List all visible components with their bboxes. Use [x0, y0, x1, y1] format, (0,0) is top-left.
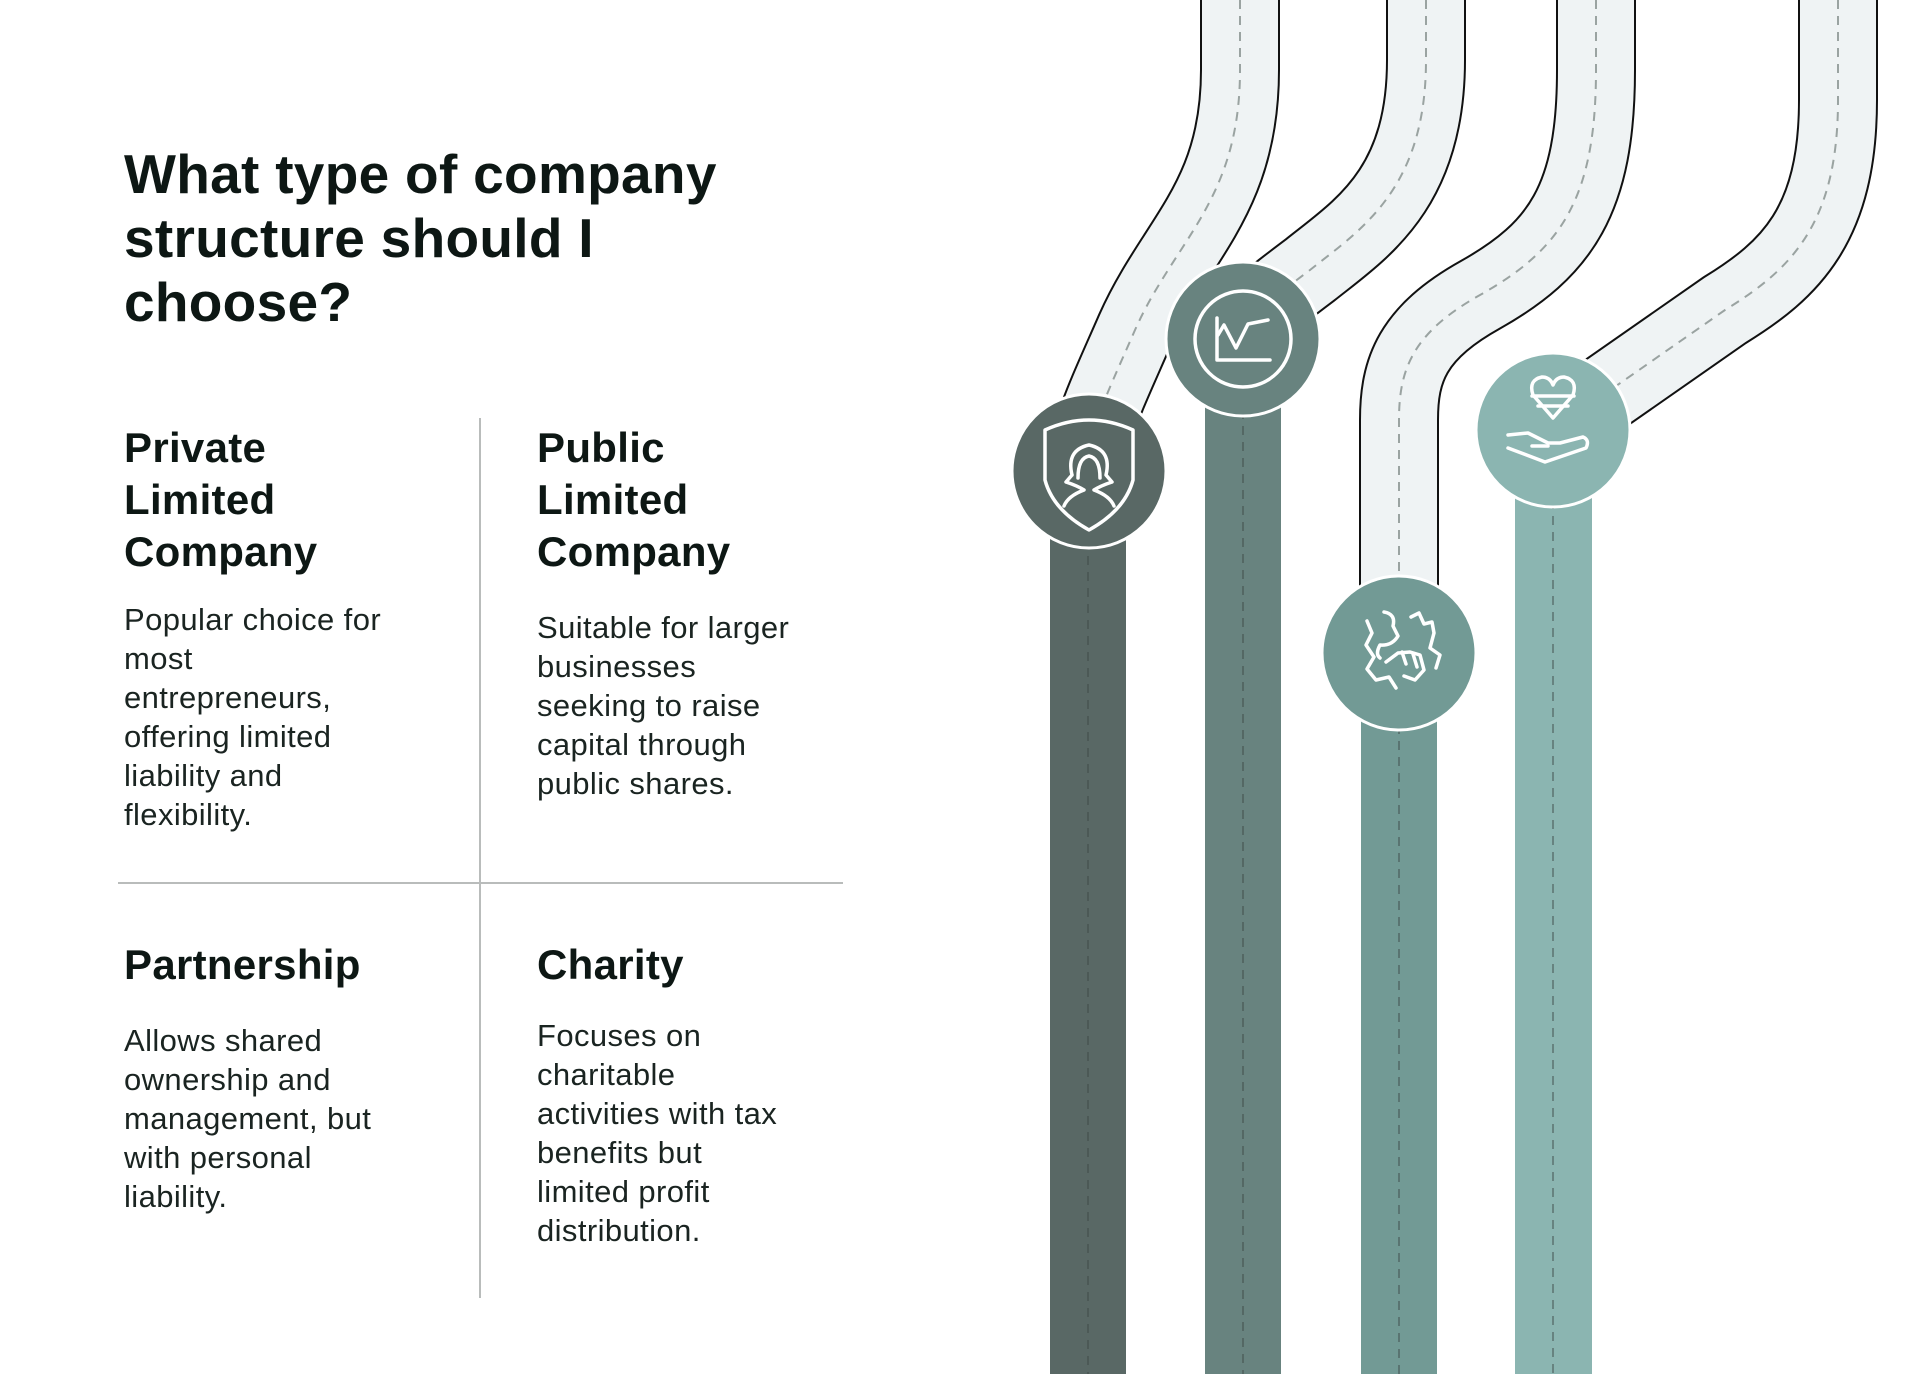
option-charity: Charity Focuses on charitable activities…: [537, 939, 777, 1250]
body-line: benefits but: [537, 1135, 703, 1170]
body-line: charitable: [537, 1057, 676, 1092]
option-heading: Public Limited Company: [537, 422, 789, 578]
body-line: flexibility.: [124, 797, 253, 832]
bar-private: [1050, 471, 1126, 1374]
bar-center-lines: [1087, 410, 1554, 1374]
body-line: management, but: [124, 1101, 372, 1136]
heading-line: Limited: [124, 476, 276, 523]
circle-charity: [1474, 351, 1632, 509]
option-public-limited-company: Public Limited Company Suitable for larg…: [537, 422, 789, 803]
body-line: liability.: [124, 1179, 228, 1214]
body-line: activities with tax: [537, 1096, 778, 1131]
heart-hand-icon: [1506, 375, 1590, 464]
circle-private: [1010, 392, 1168, 550]
heading-line: Company: [537, 528, 731, 575]
heading-line: Charity: [537, 941, 684, 988]
handshake-icon: [1364, 610, 1442, 690]
option-description: Allows shared ownership and management, …: [124, 1021, 371, 1216]
heading-line: Partnership: [124, 941, 361, 988]
heading-line: Private: [124, 424, 267, 471]
shield-person-icon: [1043, 418, 1135, 532]
bar-partnership: [1361, 653, 1437, 1374]
title-line: structure should I: [124, 207, 594, 269]
option-description: Suitable for larger businesses seeking t…: [537, 608, 789, 803]
option-heading: Charity: [537, 939, 777, 991]
body-line: distribution.: [537, 1213, 701, 1248]
body-line: ownership and: [124, 1062, 331, 1097]
option-description: Popular choice for most entrepreneurs, o…: [124, 600, 381, 834]
body-line: Focuses on: [537, 1018, 702, 1053]
line-chart-icon: [1193, 289, 1293, 389]
bar-public: [1205, 339, 1281, 1374]
body-line: entrepreneurs,: [124, 680, 332, 715]
vertical-divider: [479, 418, 481, 1298]
title-line: What type of company: [124, 143, 717, 205]
body-line: Allows shared: [124, 1023, 323, 1058]
body-line: Suitable for larger: [537, 610, 790, 645]
road-center-lines: [1088, 0, 1839, 653]
body-line: with personal: [124, 1140, 312, 1175]
body-line: most: [124, 641, 193, 676]
option-heading: Partnership: [124, 939, 371, 991]
body-line: businesses: [537, 649, 697, 684]
body-line: liability and: [124, 758, 283, 793]
circle-public: [1164, 260, 1322, 418]
bar-charity: [1515, 430, 1592, 1374]
body-line: seeking to raise: [537, 688, 761, 723]
title-line: choose?: [124, 271, 353, 333]
option-description: Focuses on charitable activities with ta…: [537, 1016, 777, 1250]
body-line: capital through: [537, 727, 747, 762]
option-heading: Private Limited Company: [124, 422, 381, 578]
body-line: offering limited: [124, 719, 332, 754]
option-private-limited-company: Private Limited Company Popular choice f…: [124, 422, 381, 834]
body-line: limited profit: [537, 1174, 710, 1209]
heading-line: Limited: [537, 476, 689, 523]
page-title: What type of company structure should I …: [124, 142, 717, 334]
heading-line: Company: [124, 528, 318, 575]
option-partnership: Partnership Allows shared ownership and …: [124, 939, 371, 1216]
horizontal-divider: [118, 882, 843, 884]
body-line: public shares.: [537, 766, 734, 801]
heading-line: Public: [537, 424, 665, 471]
body-line: Popular choice for: [124, 602, 382, 637]
